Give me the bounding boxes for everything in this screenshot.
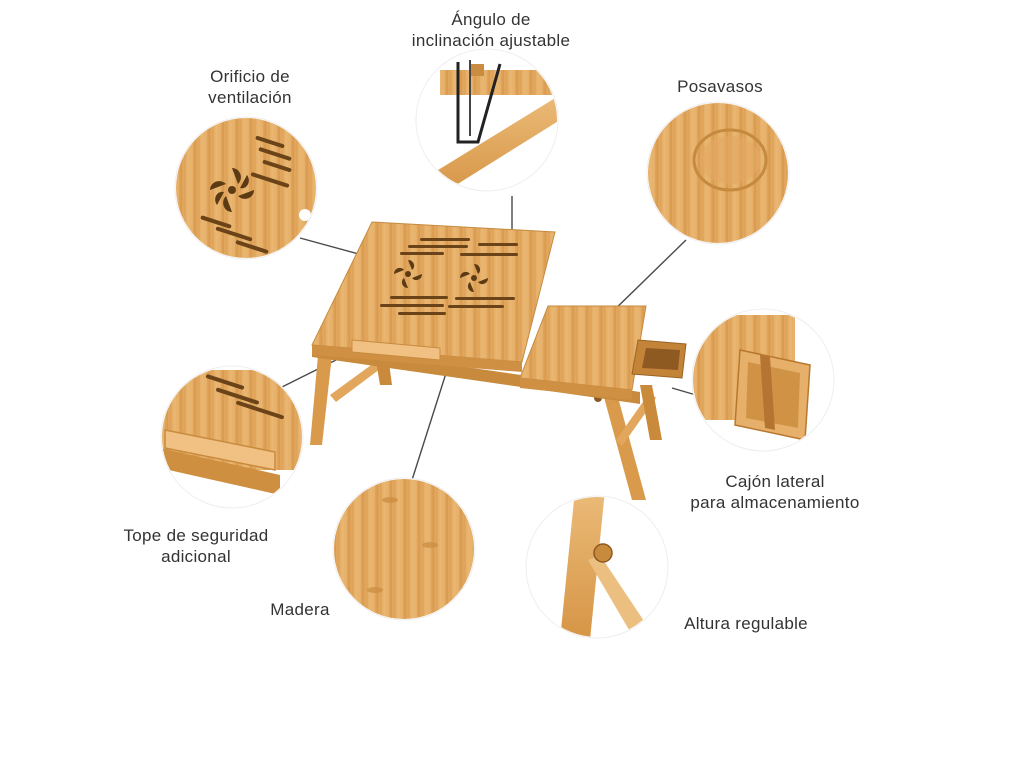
callout-drawer-circle: [691, 308, 835, 452]
callout-label-stopper: Tope de seguridad adicional: [106, 525, 286, 567]
callout-label-wood: Madera: [250, 599, 350, 620]
callout-stopper-line2: adicional: [161, 547, 231, 566]
leader-drawer: [671, 387, 697, 396]
callout-wood-line1: Madera: [270, 600, 330, 619]
callout-height-line1: Altura regulable: [684, 614, 808, 633]
callout-height-circle: [525, 495, 669, 639]
callout-label-coaster: Posavasos: [660, 76, 780, 97]
callout-vent-circle: [174, 116, 318, 260]
callout-drawer-line1: Cajón lateral: [725, 472, 825, 491]
callout-vent-line2: ventilación: [208, 88, 292, 107]
callout-coaster-circle: [646, 101, 790, 245]
callout-angle-line2: inclinación ajustable: [411, 31, 571, 50]
callout-label-height: Altura regulable: [668, 613, 824, 634]
callout-label-drawer: Cajón lateral para almacenamiento: [672, 471, 878, 513]
callout-vent-line1: Orificio de: [210, 67, 290, 86]
callout-angle-line1: Ángulo de: [451, 10, 531, 29]
callout-label-vent: Orificio de ventilación: [180, 66, 320, 108]
leader-coaster: [605, 239, 687, 319]
callout-coaster-line1: Posavasos: [677, 77, 763, 96]
callout-stopper-line1: Tope de seguridad: [123, 526, 269, 545]
callout-label-angle: Ángulo de inclinación ajustable: [396, 9, 586, 51]
callout-drawer-line2: para almacenamiento: [690, 493, 860, 512]
callout-stopper-circle: [160, 365, 304, 509]
callout-wood-circle: [332, 477, 476, 621]
laptop-table-illustration: [310, 221, 687, 500]
callout-angle-circle: [415, 48, 559, 192]
